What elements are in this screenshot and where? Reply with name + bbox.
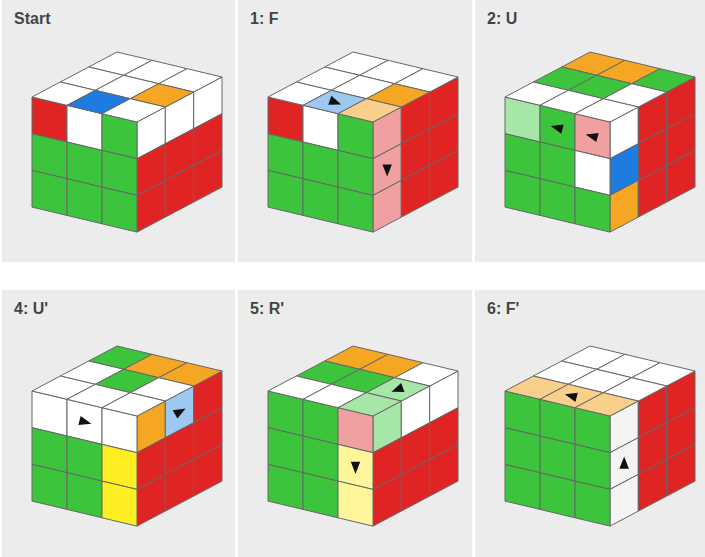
step-panel: 5: R' xyxy=(238,290,472,557)
panel-ground xyxy=(2,0,235,262)
facelet xyxy=(338,99,401,122)
move-arrow xyxy=(173,408,186,418)
panel-ground xyxy=(2,290,235,557)
panel-ground xyxy=(475,0,705,262)
step-panel: Start xyxy=(2,0,235,262)
step-label: 2: U xyxy=(487,10,517,28)
facelet xyxy=(194,444,222,496)
facelet xyxy=(268,170,303,215)
facelet xyxy=(338,393,401,416)
move-arrow xyxy=(586,133,599,142)
facelet xyxy=(667,150,695,202)
facelet xyxy=(575,393,638,416)
facelet xyxy=(575,99,638,122)
facelet xyxy=(194,150,222,202)
step-label: 5: R' xyxy=(250,300,284,318)
facelet xyxy=(540,473,575,518)
facelet xyxy=(303,179,338,224)
move-arrow xyxy=(619,457,629,469)
rubik-cube xyxy=(505,52,695,232)
panel-ground xyxy=(238,290,472,557)
facelet xyxy=(540,179,575,224)
facelet xyxy=(102,393,165,416)
rubik-cube xyxy=(32,52,222,232)
facelet xyxy=(430,444,458,496)
rubik-cube xyxy=(268,52,458,232)
facelet xyxy=(102,187,137,232)
facelet xyxy=(575,187,610,232)
step-panel: 6: F' xyxy=(475,290,705,557)
facelet xyxy=(67,473,102,518)
facelet xyxy=(575,481,610,526)
facelet xyxy=(268,464,303,509)
facelet xyxy=(102,99,165,122)
facelet xyxy=(610,180,638,232)
facelet xyxy=(638,165,666,217)
move-arrow xyxy=(382,164,392,176)
step-panel: 1: F xyxy=(238,0,472,262)
move-arrow xyxy=(391,383,404,392)
facelet xyxy=(102,481,137,526)
facelet xyxy=(610,474,638,526)
facelet xyxy=(505,464,540,509)
facelet xyxy=(401,459,429,511)
facelet xyxy=(373,180,401,232)
facelet xyxy=(137,474,165,526)
facelet xyxy=(165,165,193,217)
panel-ground xyxy=(475,290,705,557)
step-label: Start xyxy=(14,10,50,28)
facelet xyxy=(373,474,401,526)
rubik-cube xyxy=(268,346,458,526)
move-arrow xyxy=(328,96,341,105)
rubik-cube xyxy=(32,346,222,526)
move-arrow xyxy=(78,416,91,425)
panel-ground xyxy=(238,0,472,262)
step-panel: 2: U xyxy=(475,0,705,262)
facelet xyxy=(165,459,193,511)
move-arrow xyxy=(351,462,360,474)
facelet xyxy=(338,187,373,232)
facelet xyxy=(303,473,338,518)
facelet xyxy=(401,165,429,217)
step-label: 4: U' xyxy=(14,300,48,318)
facelet xyxy=(430,150,458,202)
facelet xyxy=(638,459,666,511)
facelet xyxy=(338,481,373,526)
facelet xyxy=(32,170,67,215)
facelet xyxy=(667,444,695,496)
step-label: 1: F xyxy=(250,10,278,28)
move-arrow xyxy=(565,393,578,402)
rubik-cube xyxy=(505,346,695,526)
facelet xyxy=(137,180,165,232)
facelet xyxy=(67,179,102,224)
facelet xyxy=(32,464,67,509)
facelet xyxy=(505,170,540,215)
step-panel: 4: U' xyxy=(2,290,235,557)
step-label: 6: F' xyxy=(487,300,519,318)
move-arrow xyxy=(551,125,564,134)
